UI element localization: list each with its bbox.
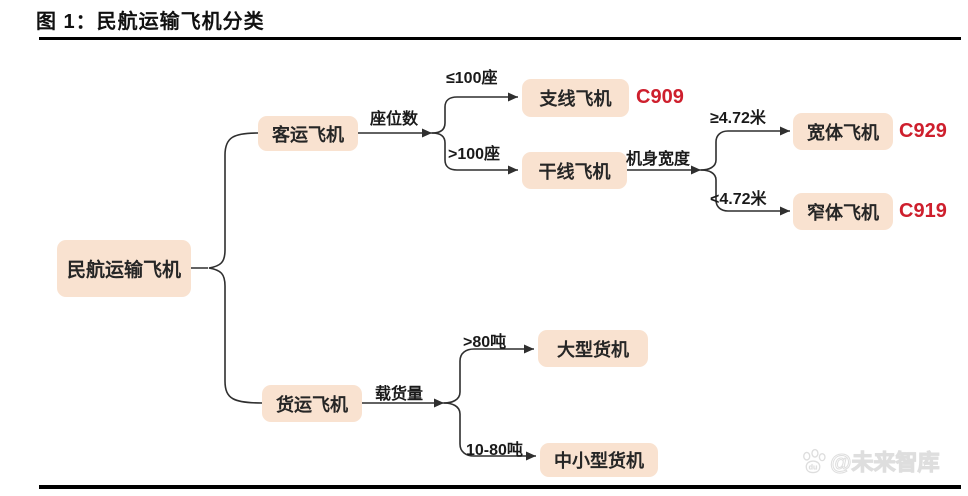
node-narrowbody-aircraft: 窄体飞机 bbox=[793, 193, 893, 230]
node-root: 民航运输飞机 bbox=[57, 240, 191, 297]
node-mid-small-freighter: 中小型货机 bbox=[540, 443, 658, 477]
edge-label-fuselage-width: 机身宽度 bbox=[626, 151, 691, 168]
node-large-freighter: 大型货机 bbox=[538, 330, 648, 367]
paw-icon: du bbox=[803, 448, 826, 473]
model-code-c919: C919 bbox=[899, 200, 947, 222]
edge-root-brace bbox=[208, 132, 263, 404]
bottom-rule bbox=[39, 485, 961, 489]
title-underline bbox=[39, 37, 961, 40]
svg-text:du: du bbox=[809, 462, 818, 471]
edge-seats-gt100 bbox=[431, 132, 518, 175]
edge-label-width-ge-472: ≥4.72米 bbox=[710, 110, 766, 127]
edge-label-payload-10-80: 10-80吨 bbox=[466, 442, 523, 459]
edge-label-seats-gt-100: >100座 bbox=[448, 146, 501, 163]
edge-width-ge bbox=[700, 126, 790, 171]
model-code-c909: C909 bbox=[636, 86, 684, 108]
watermark: du @未来智库 bbox=[800, 443, 965, 479]
edge-label-width-lt-472: <4.72米 bbox=[710, 191, 767, 208]
node-passenger-aircraft: 客运飞机 bbox=[258, 116, 358, 151]
node-widebody-aircraft: 宽体飞机 bbox=[793, 113, 893, 150]
watermark-text: @未来智库 bbox=[829, 450, 940, 476]
edge-payload-gt80 bbox=[443, 344, 534, 404]
edge-label-seat-count: 座位数 bbox=[370, 111, 419, 128]
node-cargo-aircraft: 货运飞机 bbox=[262, 385, 362, 422]
edge-label-payload: 载货量 bbox=[375, 386, 424, 403]
model-code-c929: C929 bbox=[899, 120, 947, 142]
edge-payload-1080 bbox=[443, 402, 536, 461]
figure-title: 图 1：民航运输飞机分类 bbox=[36, 11, 265, 33]
edge-seats-le100 bbox=[431, 92, 518, 134]
edge-label-seats-le-100: ≤100座 bbox=[446, 70, 498, 87]
edge-label-payload-gt-80: >80吨 bbox=[463, 334, 507, 351]
node-regional-aircraft: 支线飞机 bbox=[522, 79, 629, 117]
node-trunk-aircraft: 干线飞机 bbox=[522, 152, 627, 189]
edge-width-lt bbox=[700, 169, 790, 216]
